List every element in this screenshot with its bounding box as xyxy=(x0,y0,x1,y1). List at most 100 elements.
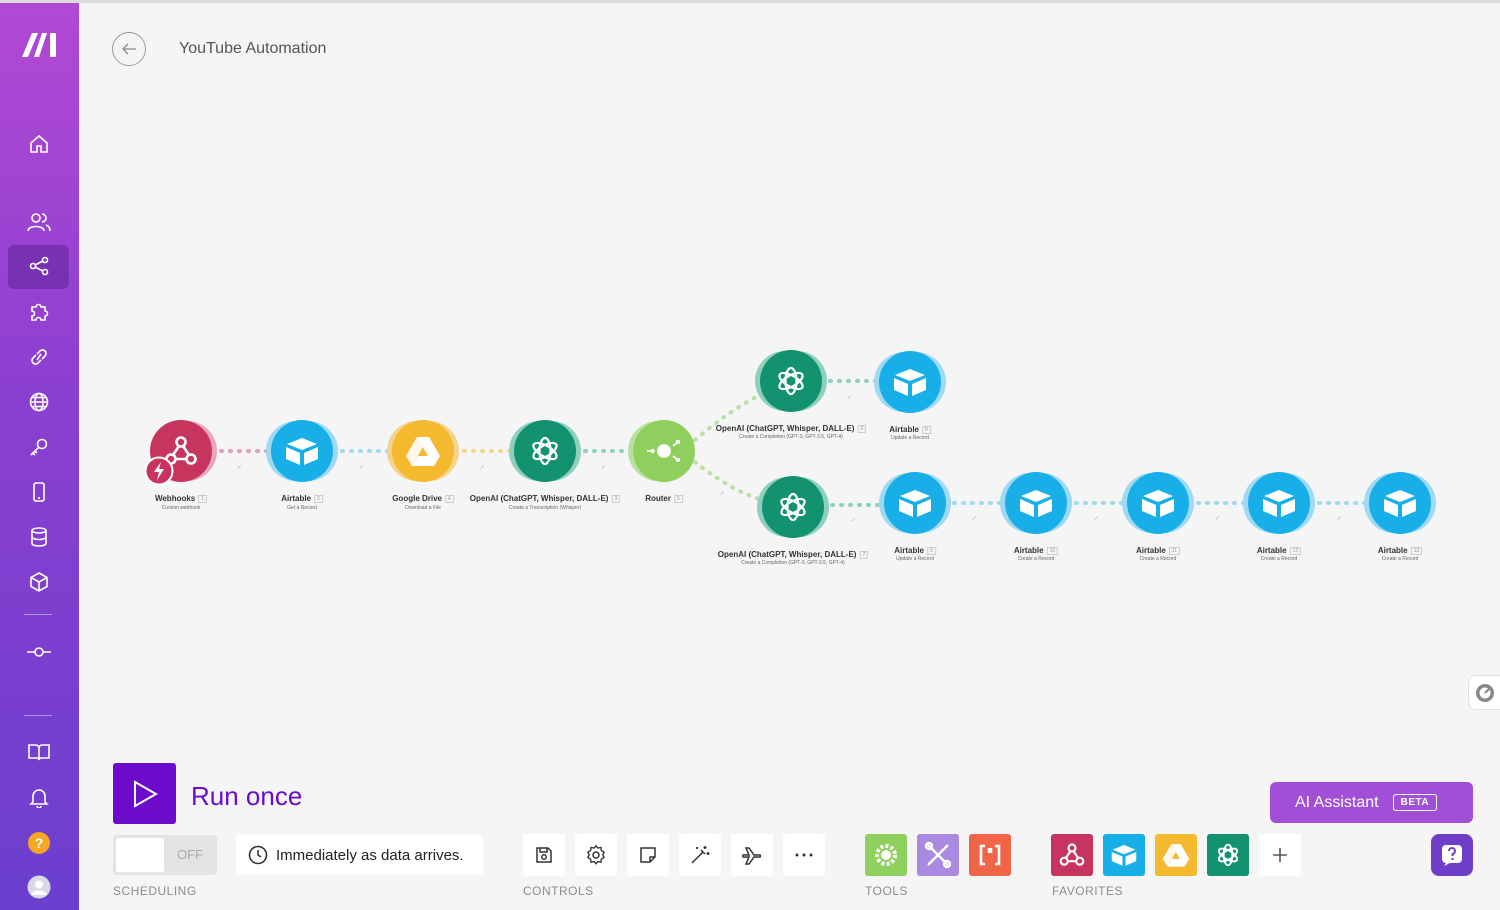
svg-text:⸝: ⸝ xyxy=(1337,511,1342,521)
module-openai[interactable] xyxy=(514,420,576,482)
notes-button[interactable] xyxy=(627,834,669,876)
svg-text:⸝: ⸝ xyxy=(480,460,485,470)
module-airtable[interactable] xyxy=(1005,472,1067,534)
module-airtable[interactable] xyxy=(884,472,946,534)
globe-icon[interactable] xyxy=(22,385,56,419)
tool-text-parser[interactable] xyxy=(969,834,1011,876)
google-drive-icon xyxy=(1162,844,1190,867)
webhook-icon xyxy=(150,420,212,482)
save-button[interactable] xyxy=(523,834,565,876)
controls-caption: CONTROLS xyxy=(523,884,594,898)
module-airtable[interactable] xyxy=(271,420,333,482)
module-airtable[interactable] xyxy=(879,351,941,413)
scheduling-toggle[interactable] xyxy=(113,835,217,875)
module-sublabel: Custom webhook xyxy=(161,505,201,511)
schedule-setting-button[interactable]: Immediately as data arrives. xyxy=(236,835,483,875)
module-sublabel: Create a Completion (GPT-3, GPT-3.5, GPT… xyxy=(741,560,845,566)
plus-icon xyxy=(1273,848,1287,862)
mobile-device-icon[interactable] xyxy=(22,475,56,509)
module-sublabel: Create a Record xyxy=(1017,556,1055,562)
module-label: OpenAI (ChatGPT, Whisper, DALL-E)3 xyxy=(470,494,621,503)
module-google-drive[interactable] xyxy=(392,420,454,482)
sidebar-divider xyxy=(24,614,52,615)
favorite-openai[interactable] xyxy=(1207,834,1249,876)
flow-control-button[interactable] xyxy=(731,834,773,876)
save-icon xyxy=(536,847,552,863)
module-label: OpenAI (ChatGPT, Whisper, DALL-E)6 xyxy=(716,424,867,433)
profile-avatar-icon[interactable] xyxy=(22,870,56,904)
module-openai[interactable] xyxy=(760,350,822,412)
clock-icon xyxy=(248,845,268,865)
wrench-screwdriver-icon xyxy=(924,841,952,869)
book-icon[interactable] xyxy=(22,735,56,769)
module-sublabel: Create a Record xyxy=(1381,556,1419,562)
instant-trigger-icon xyxy=(144,456,174,486)
gear-icon xyxy=(586,844,605,865)
module-sublabel: Create a Record xyxy=(1139,556,1177,562)
run-once-button[interactable] xyxy=(113,763,176,824)
tool-flow-control[interactable] xyxy=(865,834,907,876)
note-icon xyxy=(640,847,656,863)
module-sublabel: Update a Record xyxy=(891,435,929,441)
module-router[interactable] xyxy=(633,420,695,482)
svg-text:⸝: ⸝ xyxy=(720,486,725,496)
google-drive-icon xyxy=(392,420,454,482)
beta-badge: BETA xyxy=(1392,794,1438,811)
svg-text:⸝: ⸝ xyxy=(847,390,852,400)
module-webhooks[interactable] xyxy=(144,420,212,486)
tool-tools[interactable] xyxy=(917,834,959,876)
key-icon[interactable] xyxy=(22,430,56,464)
scheduling-caption: SCHEDULING xyxy=(113,884,197,898)
ai-assistant-button[interactable]: AI Assistant BETA xyxy=(1270,782,1473,823)
settings-button[interactable] xyxy=(575,834,617,876)
make-logo-icon[interactable] xyxy=(18,27,62,61)
airtable-icon xyxy=(1127,472,1189,534)
svg-text:⸝: ⸝ xyxy=(601,460,606,470)
chat-help-button[interactable] xyxy=(1431,834,1473,876)
svg-text:?: ? xyxy=(35,835,44,851)
module-openai[interactable] xyxy=(762,476,824,538)
svg-text:⸝: ⸝ xyxy=(359,460,364,470)
schedule-text: Immediately as data arrives. xyxy=(276,846,464,864)
back-button[interactable] xyxy=(112,32,146,66)
favorite-airtable[interactable] xyxy=(1103,834,1145,876)
module-airtable[interactable] xyxy=(1248,472,1310,534)
favorite-webhooks[interactable] xyxy=(1051,834,1093,876)
ai-assistant-label: AI Assistant xyxy=(1295,793,1379,811)
toggle-state-label: OFF xyxy=(177,847,203,862)
gear-icon xyxy=(875,844,897,866)
cube-icon[interactable] xyxy=(22,565,56,599)
router-icon xyxy=(633,420,695,482)
openai-icon xyxy=(514,420,576,482)
home-icon[interactable] xyxy=(22,127,56,161)
tools-caption: TOOLS xyxy=(865,884,908,898)
run-once-label[interactable]: Run once xyxy=(191,781,303,811)
team-icon[interactable] xyxy=(22,205,56,239)
openai-icon xyxy=(1217,843,1239,867)
more-button[interactable] xyxy=(783,834,825,876)
sidebar: ? xyxy=(0,3,79,910)
svg-text:⸝: ⸝ xyxy=(1094,511,1099,521)
share-nodes-icon[interactable] xyxy=(22,249,56,283)
add-favorite-button[interactable] xyxy=(1259,834,1301,876)
commit-node-icon[interactable] xyxy=(22,635,56,669)
puzzle-icon[interactable] xyxy=(22,295,56,329)
auto-align-button[interactable] xyxy=(679,834,721,876)
magic-wand-icon xyxy=(691,846,710,864)
module-airtable[interactable] xyxy=(1127,472,1189,534)
module-airtable[interactable] xyxy=(1369,472,1431,534)
airtable-icon xyxy=(884,472,946,534)
help-icon[interactable]: ? xyxy=(22,826,56,860)
favorite-google-drive[interactable] xyxy=(1155,834,1197,876)
database-icon[interactable] xyxy=(22,520,56,554)
side-panel-toggle[interactable] xyxy=(1468,675,1500,710)
bell-icon[interactable] xyxy=(22,780,56,814)
scenario-title[interactable]: YouTube Automation xyxy=(179,40,327,57)
link-icon[interactable] xyxy=(22,340,56,374)
